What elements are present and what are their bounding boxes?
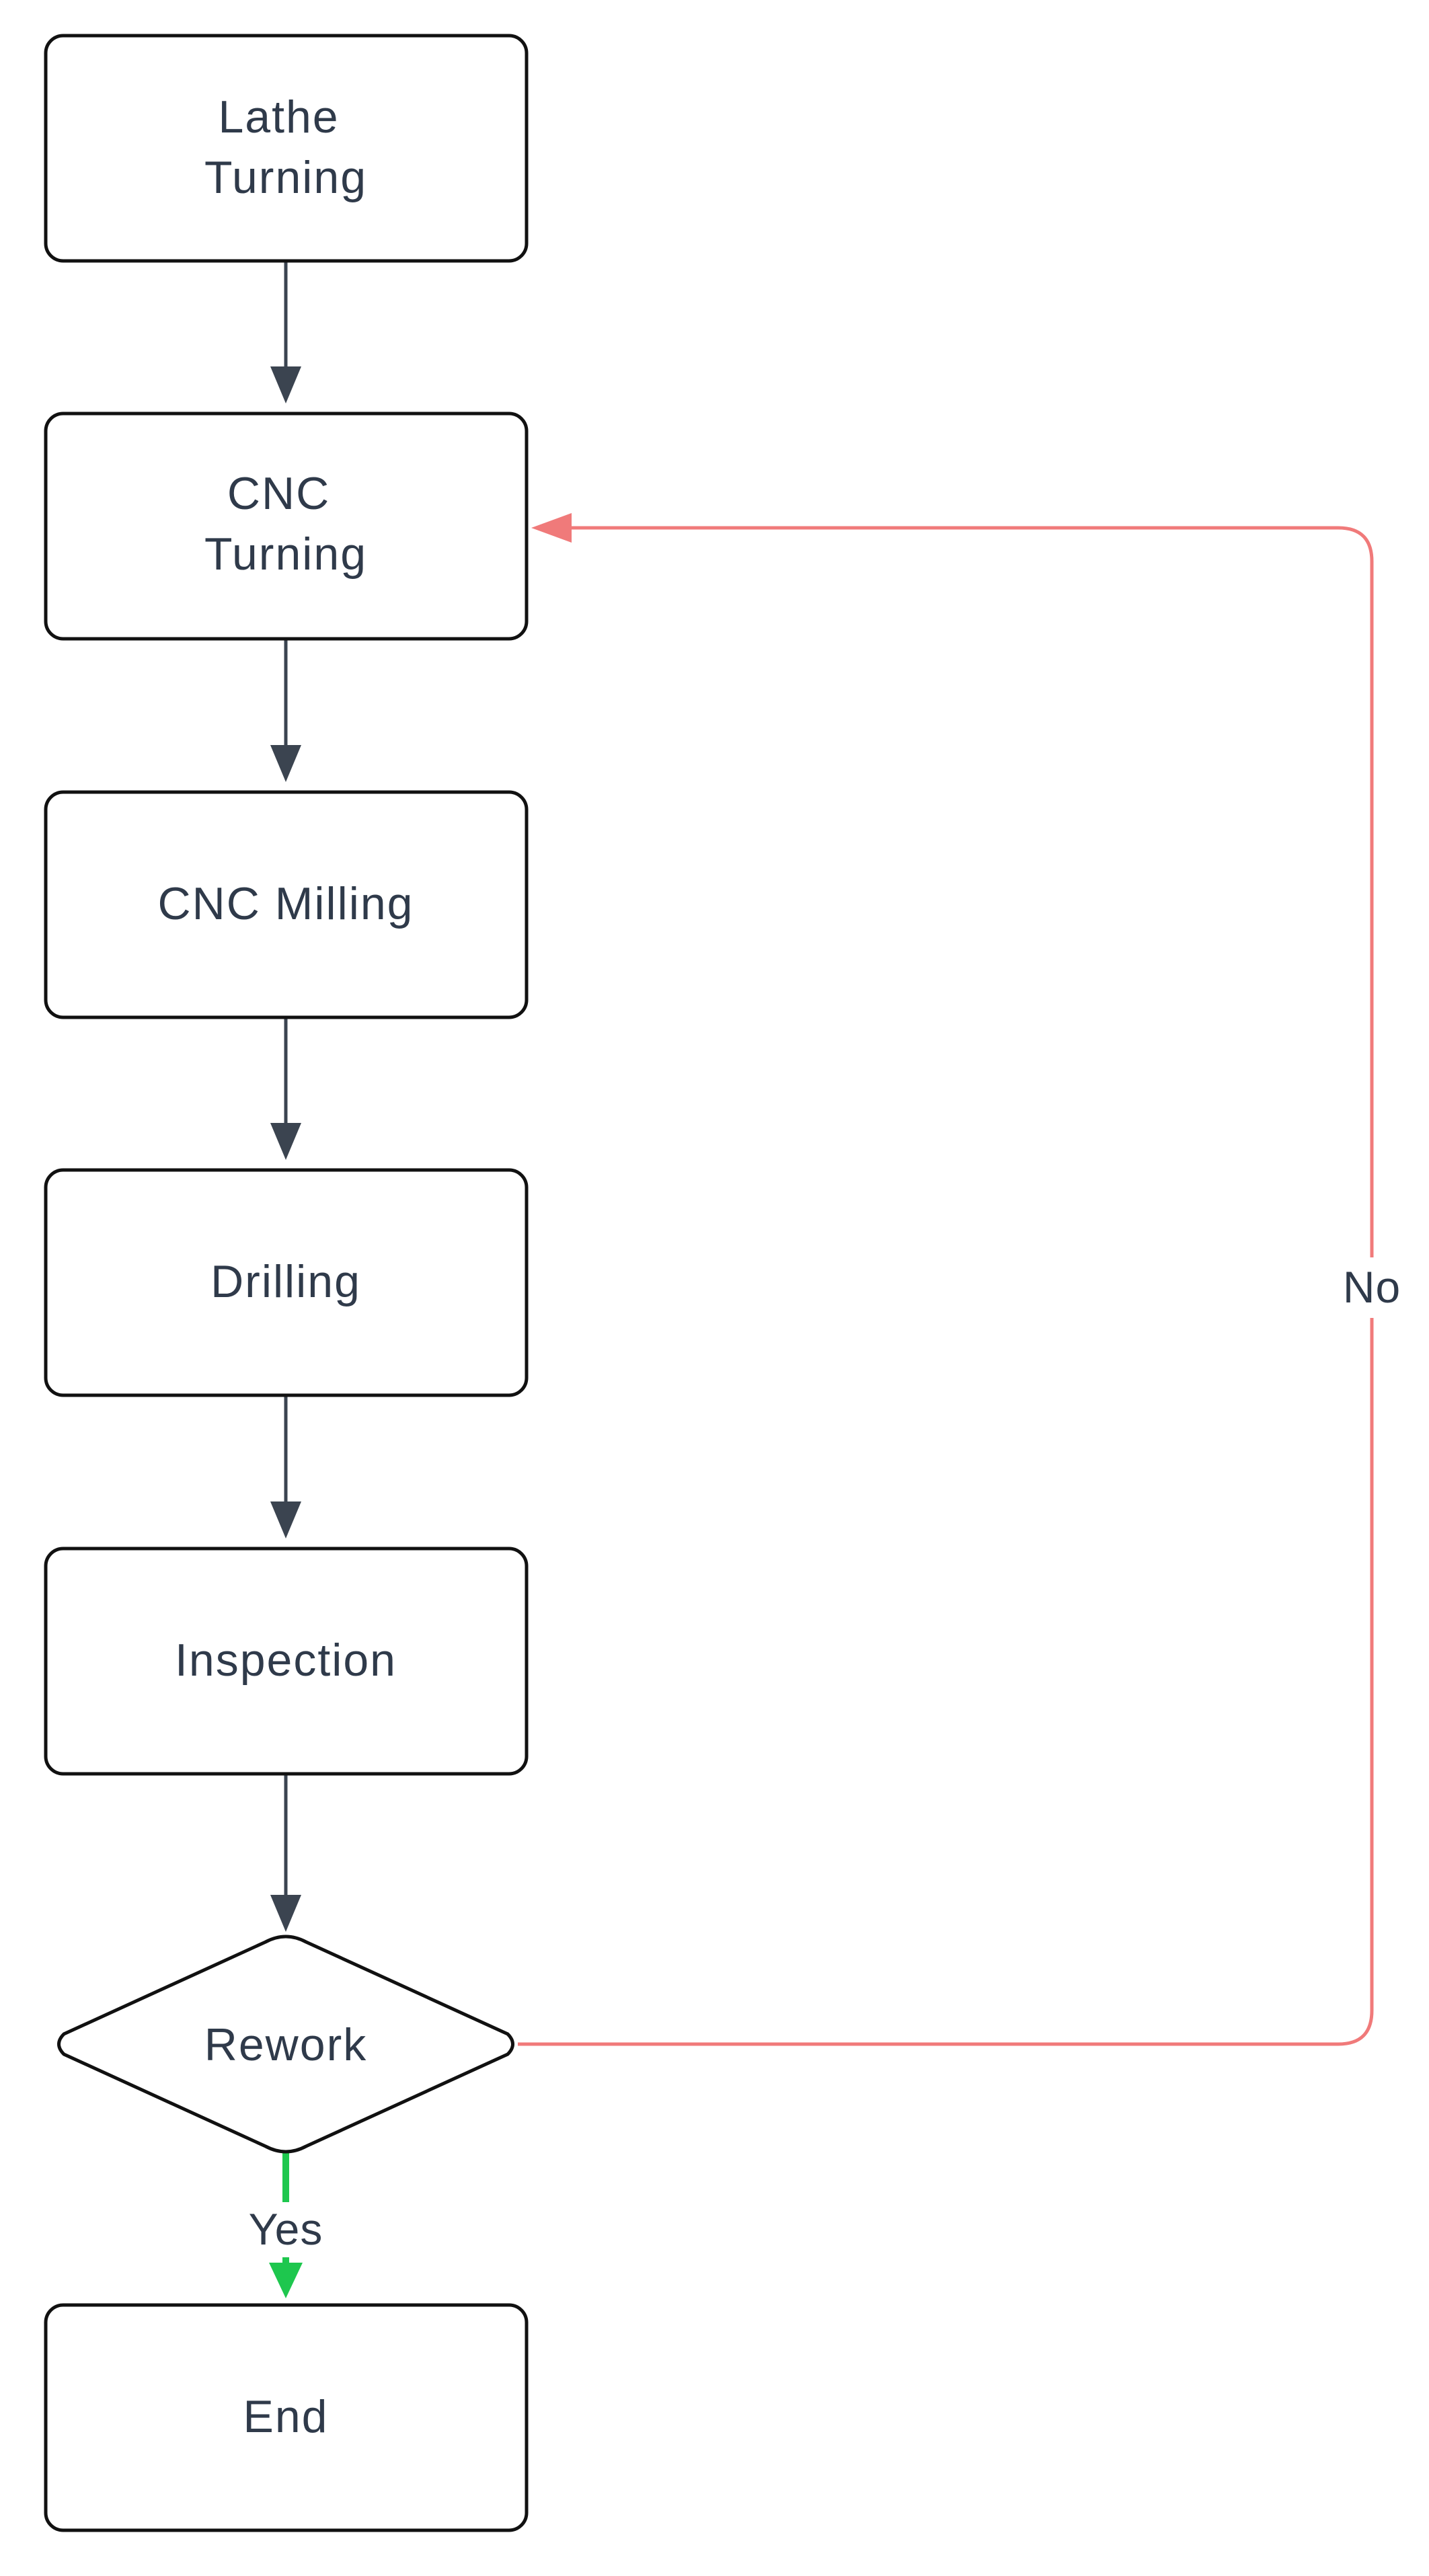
edge-lathe-to-cnc-turning bbox=[270, 262, 301, 403]
edge-label-no: No bbox=[1328, 1257, 1416, 1318]
edge-inspection-to-rework bbox=[270, 1774, 301, 1932]
node-lathe-turning-line-2: Turning bbox=[204, 152, 367, 203]
edge-milling-to-drilling bbox=[270, 1017, 301, 1160]
node-cnc-turning-line-1: CNC bbox=[227, 468, 330, 519]
svg-text:CNC Milling: CNC Milling bbox=[158, 878, 414, 929]
node-inspection: Inspection bbox=[44, 1547, 529, 1776]
svg-text:End: End bbox=[243, 2391, 329, 2442]
edge-rework-no-to-cnc-turning bbox=[518, 513, 1374, 2046]
node-inspection-line-1: Inspection bbox=[175, 1635, 397, 1686]
edge-drilling-to-inspection bbox=[270, 1395, 301, 1538]
node-end: End bbox=[44, 2303, 529, 2532]
node-drilling-line-1: Drilling bbox=[210, 1256, 361, 1307]
node-rework-label: Rework bbox=[204, 2019, 368, 2070]
node-rework-decision: Rework bbox=[57, 1935, 514, 2154]
node-end-line-1: End bbox=[243, 2391, 329, 2442]
node-cnc-milling-line-1: CNC Milling bbox=[158, 878, 414, 929]
edge-cnc-turning-to-milling bbox=[270, 639, 301, 782]
svg-text:CNC Turning: CNC Turning bbox=[204, 468, 367, 580]
node-lathe-turning-line-1: Lathe bbox=[218, 91, 339, 143]
svg-text:Drilling: Drilling bbox=[210, 1256, 361, 1307]
node-drilling: Drilling bbox=[44, 1168, 529, 1397]
node-cnc-milling: CNC Milling bbox=[44, 790, 529, 1019]
node-cnc-turning-line-2: Turning bbox=[204, 529, 367, 580]
edge-label-yes: Yes bbox=[225, 2202, 346, 2257]
svg-text:Lathe Turning: Lathe Turning bbox=[204, 91, 367, 203]
node-lathe-turning: Lathe Turning bbox=[44, 34, 529, 263]
edge-rework-yes-to-end bbox=[269, 2148, 303, 2298]
edge-label-no-text: No bbox=[1343, 1262, 1401, 1312]
edge-label-yes-text: Yes bbox=[249, 2204, 323, 2254]
svg-text:Inspection: Inspection bbox=[175, 1635, 397, 1686]
node-cnc-turning: CNC Turning bbox=[44, 412, 529, 641]
